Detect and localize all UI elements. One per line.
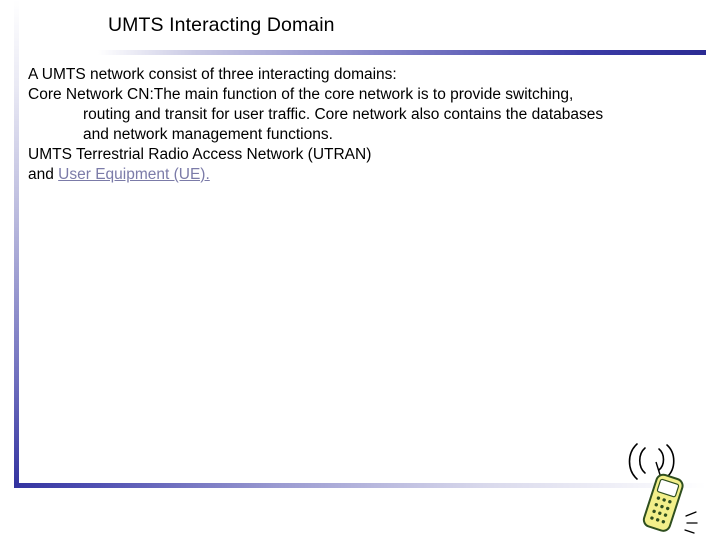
body-line-3: routing and transit for user traffic. Co… [83, 106, 604, 123]
phone-body [642, 473, 684, 532]
bottom-gradient-rule [14, 483, 706, 488]
body-text-block: A UMTS network consist of three interact… [28, 65, 688, 185]
body-line-1: A UMTS network consist of three interact… [28, 66, 397, 83]
motion-lines [684, 511, 698, 534]
body-line-5: UMTS Terrestrial Radio Access Network (U… [28, 146, 372, 163]
page-title: UMTS Interacting Domain [108, 14, 335, 36]
body-line-6: and User Equipment (UE). [28, 165, 688, 185]
title-underline-rule [98, 50, 706, 55]
body-line-2: Core Network CN:The main function of the… [28, 86, 574, 103]
signal-waves-right [658, 444, 675, 478]
body-line-6-prefix: and [28, 166, 59, 183]
signal-waves-left [628, 443, 646, 480]
mobile-phone-illustration [612, 440, 707, 535]
left-gradient-bar [14, 0, 19, 487]
user-equipment-link[interactable]: User Equipment (UE). [58, 166, 210, 183]
body-line-4: and network management functions. [83, 126, 333, 143]
